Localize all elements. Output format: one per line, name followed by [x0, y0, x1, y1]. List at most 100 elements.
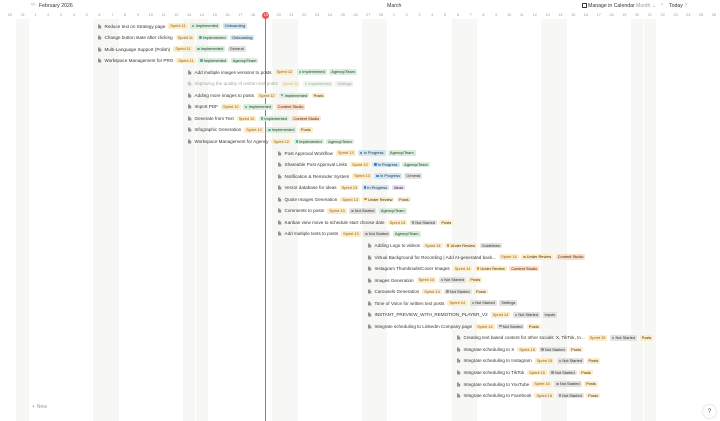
status-label: Under Review	[368, 196, 393, 202]
page-icon	[187, 127, 192, 132]
weekend-column	[93, 19, 106, 421]
status-dot	[558, 394, 561, 397]
status-dot	[364, 198, 367, 201]
status-tag: Not Started	[609, 335, 638, 341]
status-tag: Implemented	[302, 81, 333, 87]
status-dot	[304, 82, 308, 85]
chevron-left-icon[interactable]: ‹‹	[31, 2, 35, 8]
status-dot	[499, 325, 502, 328]
day-label: 25	[698, 13, 704, 17]
day-label: 21	[20, 13, 25, 17]
weekend-column	[464, 19, 478, 421]
sprint-tag: Sprint 14	[490, 312, 511, 318]
weekend-column	[361, 19, 375, 421]
today-button[interactable]: Today	[669, 3, 683, 9]
category-tag: Posts	[526, 323, 541, 330]
category-tag: Inputs	[542, 312, 558, 318]
new-item-button[interactable]: +New	[32, 404, 47, 410]
day-label: 27	[366, 13, 371, 17]
day-label: 6	[456, 13, 459, 17]
task-title: Multi-Language Support (Polish)	[104, 46, 171, 52]
status-label: Under Review	[526, 254, 552, 260]
status-label: Under Review	[450, 242, 476, 248]
prev-period-icon[interactable]: ‹	[661, 2, 663, 8]
help-button[interactable]: ?	[703, 405, 716, 418]
status-dot	[260, 117, 264, 120]
task-title: Workspace Management for PRO	[104, 58, 174, 64]
view-select[interactable]: Month⌄	[636, 3, 657, 9]
status-label: Implemented	[302, 69, 325, 75]
status-dot	[281, 94, 284, 97]
sprint-tag: Sprint 14	[416, 277, 437, 283]
task-title: Kanban view move to schedule start choos…	[284, 219, 385, 225]
task-title: Instagram Thumbnails/Cover Images	[374, 266, 450, 272]
status-dot	[360, 151, 363, 155]
sprint-tag: Sprint 14	[475, 323, 495, 330]
sprint-tag: Sprint 12	[274, 69, 295, 75]
status-tag: Not Started	[549, 369, 577, 376]
day-label: 12	[174, 13, 179, 17]
timeline-task[interactable]: Kanban view move to schedule start choos…	[277, 217, 456, 227]
status-dot	[298, 70, 302, 74]
sprint-tag: Sprint 14	[422, 288, 442, 295]
status-dot	[295, 140, 298, 143]
task-title: Tone of Voice for written text posts	[374, 300, 445, 306]
day-label: 13	[545, 13, 550, 17]
page-icon	[277, 185, 282, 190]
category-tag: Content Studio	[555, 254, 586, 260]
day-label: 9	[136, 13, 139, 17]
page-icon	[187, 93, 192, 98]
task-title: Post Approval Workflow	[284, 150, 333, 156]
page-icon	[277, 197, 282, 202]
month-label-left: February 2026	[39, 3, 73, 9]
manage-in-calendar-button[interactable]: Manage in Calendar	[582, 3, 635, 9]
status-tag: In Progress	[374, 173, 402, 179]
timeline-task[interactable]: Improving the quality of written text po…	[187, 79, 356, 89]
category-tag: Posts	[586, 392, 601, 399]
page-icon	[456, 358, 461, 363]
status-dot	[551, 371, 554, 374]
status-dot	[440, 278, 444, 282]
status-dot	[363, 186, 367, 189]
timeline-task[interactable]: Virtual Background for Recording | Add A…	[367, 252, 588, 262]
task-title: Carousels Generation	[374, 289, 420, 295]
status-label: In Progress	[377, 161, 398, 167]
sprint-tag: Sprint 13	[341, 231, 361, 237]
timeline-task[interactable]: Integrate scheduling to LinkedIn Company…	[367, 321, 543, 331]
status-dot	[376, 174, 379, 178]
task-title: Images Generation	[374, 277, 414, 283]
status-label: Not Started	[444, 277, 464, 283]
timeline-task[interactable]: Multi-Language Support (Polish)Sprint 11…	[97, 44, 248, 54]
sprint-tag: Sprint 11	[173, 46, 193, 52]
timeline-task[interactable]: Creating text based content for other so…	[456, 333, 656, 343]
next-period-icon[interactable]: ›	[685, 2, 687, 8]
